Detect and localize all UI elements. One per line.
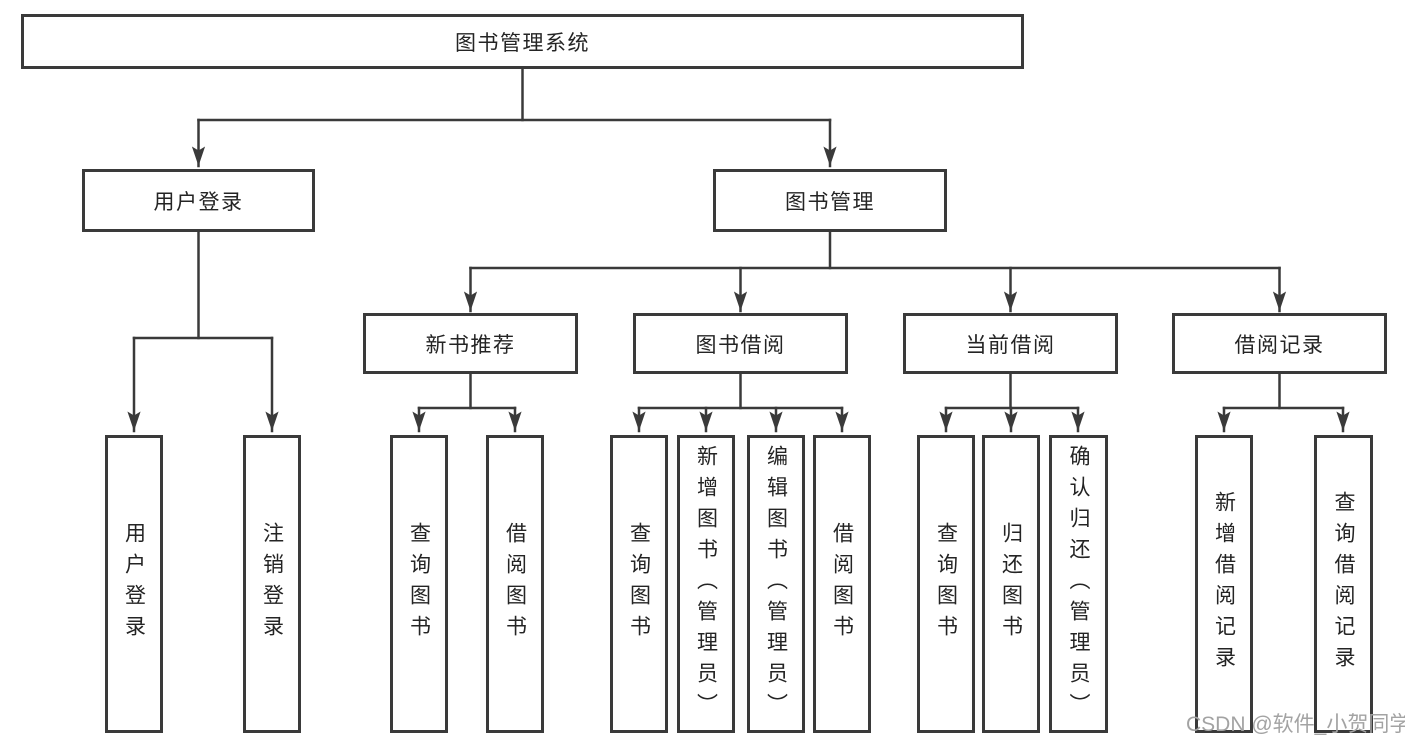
node-label: 图书管理 [785, 190, 875, 214]
connectors-book-borrow [632, 372, 849, 433]
node-label: 编辑图书（管理员） [764, 444, 788, 724]
node-label: 用户登录 [122, 522, 146, 646]
connectors-book-management [463, 230, 1287, 313]
leaf-confirm-return-admin: 确认归还（管理员） [1049, 435, 1108, 733]
node-book-management-system: 图书管理系统 [21, 14, 1024, 69]
node-label: 注销登录 [260, 522, 284, 646]
leaf-query-books-borrow: 查询图书 [610, 435, 668, 733]
connectors-root [191, 67, 837, 168]
node-label: 借阅图书 [503, 522, 527, 646]
leaf-return-books: 归还图书 [982, 435, 1040, 733]
node-user-login: 用户登录 [82, 169, 315, 232]
node-label: 当前借阅 [965, 333, 1056, 357]
node-label: 归还图书 [999, 522, 1023, 646]
node-new-book-recommend: 新书推荐 [363, 313, 578, 374]
node-label: 新增借阅记录 [1212, 491, 1236, 677]
connectors-new-book-recommend [412, 372, 522, 433]
node-label: 查询借阅记录 [1332, 491, 1355, 677]
leaf-query-books-recommend: 查询图书 [390, 435, 448, 733]
node-label: 查询图书 [627, 522, 651, 646]
node-label: 用户登录 [153, 190, 244, 214]
node-label: 借阅记录 [1234, 333, 1325, 357]
watermark: CSDN @软件_小贺同学 [1186, 713, 1405, 736]
leaf-query-borrow-record: 查询借阅记录 [1314, 435, 1373, 733]
node-label: 图书管理系统 [455, 31, 590, 55]
node-book-borrow: 图书借阅 [633, 313, 848, 374]
leaf-add-borrow-record: 新增借阅记录 [1195, 435, 1253, 733]
node-label: 确认归还（管理员） [1067, 444, 1090, 724]
leaf-borrow-books-recommend: 借阅图书 [486, 435, 544, 733]
connectors-user-login [127, 230, 279, 433]
leaf-logout: 注销登录 [243, 435, 301, 733]
leaf-edit-book-admin: 编辑图书（管理员） [747, 435, 805, 733]
node-label: 借阅图书 [830, 522, 854, 646]
leaf-user-login: 用户登录 [105, 435, 163, 733]
leaf-borrow-books-borrow: 借阅图书 [813, 435, 871, 733]
node-label: 查询图书 [934, 522, 958, 646]
node-label: 新增图书（管理员） [694, 444, 718, 724]
node-label: 查询图书 [407, 522, 431, 646]
connectors-borrow-records [1217, 372, 1350, 433]
node-borrow-records: 借阅记录 [1172, 313, 1387, 374]
node-label: 图书借阅 [695, 333, 786, 357]
connectors-current-borrow [939, 372, 1085, 433]
node-current-borrow: 当前借阅 [903, 313, 1118, 374]
leaf-query-books-current: 查询图书 [917, 435, 975, 733]
node-label: 新书推荐 [425, 333, 516, 357]
leaf-add-book-admin: 新增图书（管理员） [677, 435, 735, 733]
node-book-management: 图书管理 [713, 169, 947, 232]
